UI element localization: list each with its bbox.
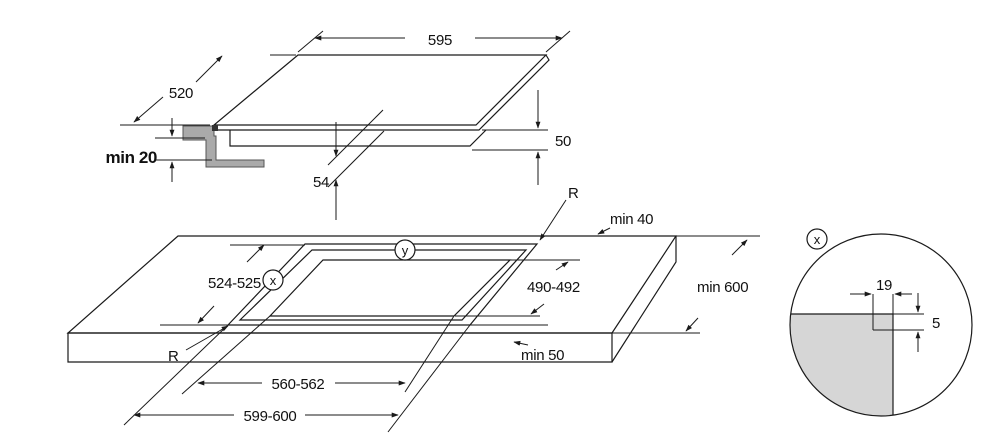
min40-label: min 40 — [610, 211, 653, 228]
dim-min20-label: min 20 — [106, 148, 157, 167]
dim-595 — [297, 30, 571, 53]
worktop-drawing — [66, 235, 678, 363]
svg-text:x: x — [270, 273, 277, 288]
detail-19-label: 19 — [876, 277, 892, 294]
radius-top-label: R — [568, 185, 579, 202]
marker-y: y — [394, 239, 416, 261]
marker-x: x — [262, 269, 284, 291]
min600-label: min 600 — [697, 279, 748, 296]
hob-drawing — [182, 54, 550, 168]
mounting-bracket — [182, 125, 265, 168]
hob-top-surface — [212, 54, 548, 126]
dim-595-label: 595 — [428, 32, 452, 49]
worktop-dimensions — [123, 199, 760, 433]
dim-50-label: 50 — [555, 133, 571, 150]
cutout-side-label: 524-525 — [208, 275, 261, 292]
dim-min20 — [155, 118, 212, 182]
cutout-inner-width-label: 560-562 — [272, 376, 325, 393]
dim-50 — [472, 90, 548, 185]
detail-marker-x: x — [806, 228, 828, 250]
detail-view: 19 5 — [789, 233, 973, 417]
cutout-middle — [238, 249, 528, 321]
dim-520 — [120, 54, 296, 126]
svg-text:x: x — [814, 232, 821, 247]
radius-left-label: R — [168, 348, 179, 365]
detail-circle — [789, 233, 973, 417]
min50-label: min 50 — [521, 347, 564, 364]
cutout-depth-label: 490-492 — [527, 279, 580, 296]
dim-520-label: 520 — [169, 85, 193, 102]
detail-5-label: 5 — [932, 315, 940, 332]
worktop-side — [611, 236, 677, 363]
hob-body — [229, 129, 487, 147]
dim-54 — [327, 109, 385, 220]
dim-54-label: 54 — [313, 174, 329, 191]
cutout-outer-width-label: 599-600 — [244, 408, 297, 425]
svg-text:y: y — [402, 243, 409, 258]
